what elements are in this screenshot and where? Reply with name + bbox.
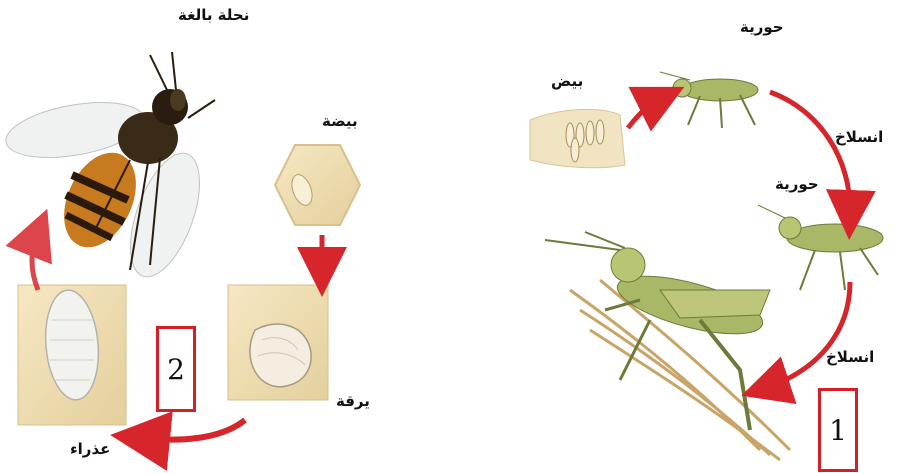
bee-larva-image (228, 285, 328, 400)
grasshopper-nymph-mid-image (758, 205, 883, 290)
bee-egg-label: بيضة (322, 112, 358, 130)
grasshopper-nymph-mid-label: حورية (775, 175, 819, 193)
grasshopper-arrow-molt-2 (765, 282, 850, 388)
bee-egg-image (275, 145, 360, 225)
grasshopper-adult-image (545, 232, 790, 460)
bee-larva-label: يرقة (336, 392, 370, 410)
bee-arrow-pupa-to-adult (32, 232, 38, 290)
grasshopper-nymph-top-label: حورية (740, 18, 784, 36)
bee-arrow-larva-to-pupa (140, 420, 245, 440)
grasshopper-molt-top-label: انسلاخ (835, 128, 883, 146)
bee-adult-label: نحلة بالغة (178, 6, 249, 24)
grasshopper-egg-label: بيض (551, 72, 583, 90)
grasshopper-number-label: 1 (829, 414, 847, 447)
grasshopper-egg-image (530, 109, 625, 167)
bee-pupa-image (18, 285, 126, 425)
grasshopper-nymph-top-image (660, 72, 758, 128)
grasshopper-number-box: 1 (818, 388, 858, 472)
bee-number-box: 2 (156, 326, 196, 412)
grasshopper-arrow-molt-1 (770, 92, 850, 215)
grasshopper-molt-bottom-label: انسلاخ (826, 348, 874, 366)
grasshopper-arrow-egg-to-nymph (628, 98, 662, 128)
bee-pupa-label: عذراء (70, 440, 110, 458)
bee-number-label: 2 (167, 353, 185, 386)
